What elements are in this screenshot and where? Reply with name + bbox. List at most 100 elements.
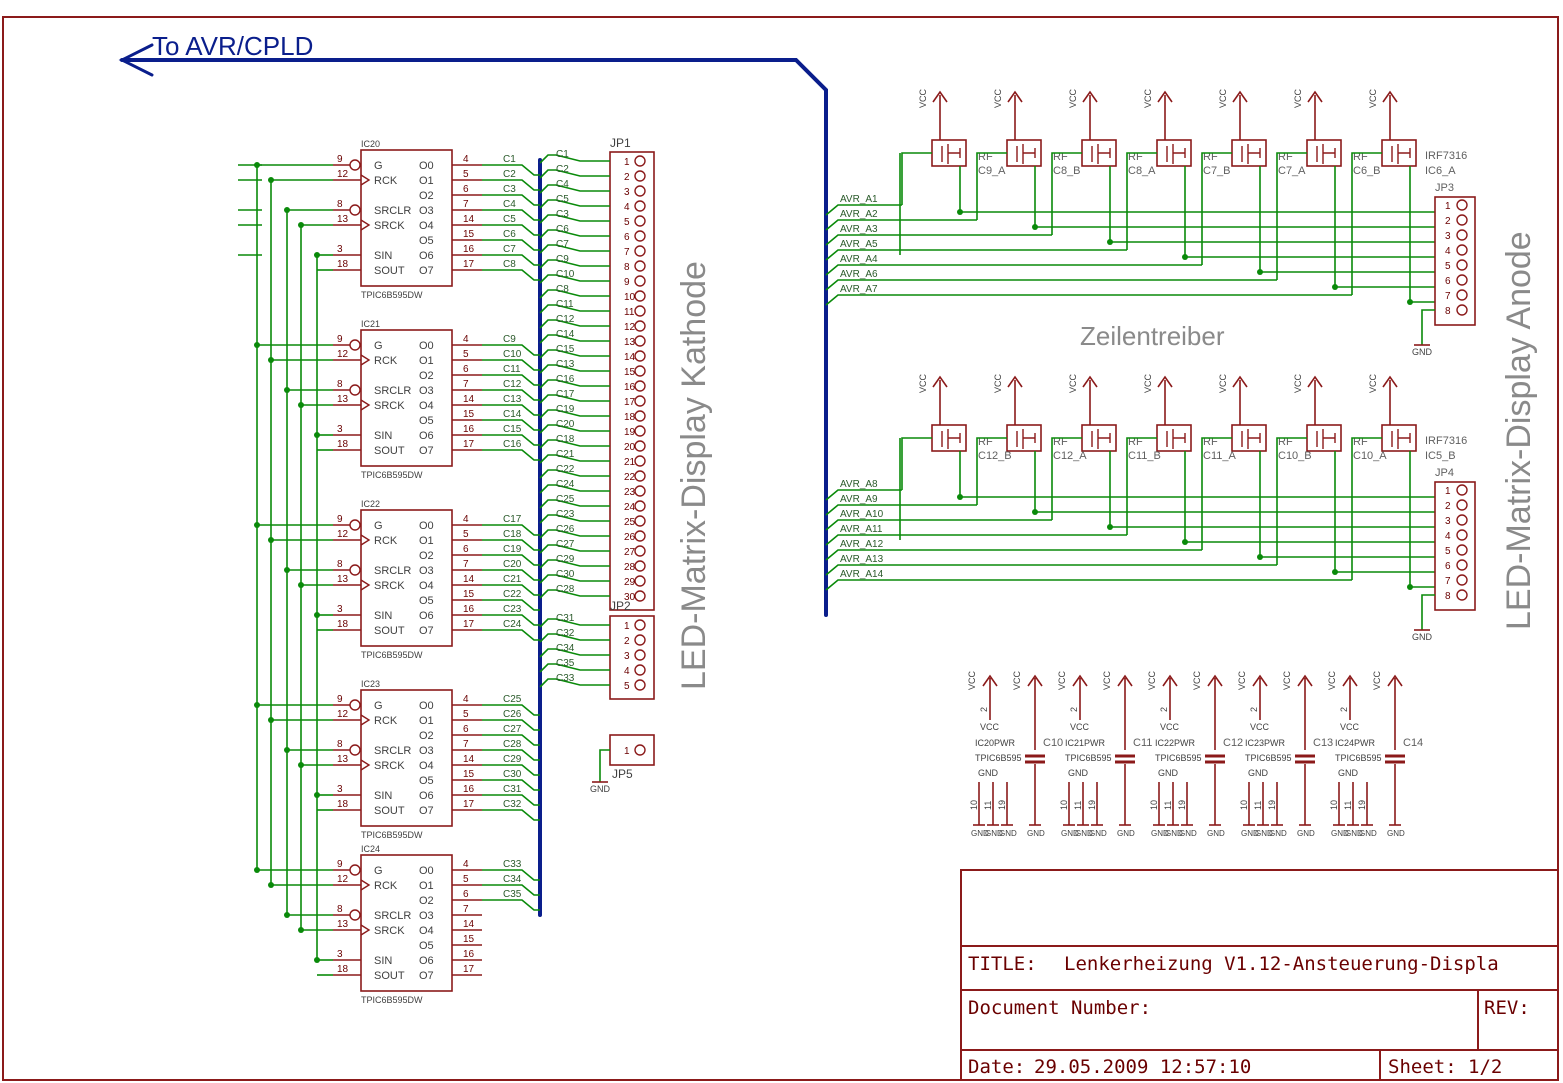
pin-number: 8 bbox=[337, 379, 343, 390]
vcc-label: VCC bbox=[1218, 373, 1228, 393]
net-label: C23 bbox=[556, 509, 575, 520]
fet-prefix: RF bbox=[1278, 436, 1293, 448]
capacitor-name: C11 bbox=[1133, 737, 1152, 749]
net-label: C20 bbox=[503, 559, 522, 570]
vcc-label: VCC bbox=[1282, 670, 1292, 690]
power-pin: 2 bbox=[1159, 707, 1169, 712]
fet-label: C12_A bbox=[1053, 450, 1087, 462]
net-label: C34 bbox=[503, 874, 522, 885]
net-label: AVR_A8 bbox=[840, 479, 878, 490]
pin-label: SIN bbox=[374, 430, 392, 442]
pin-number: 9 bbox=[337, 154, 343, 165]
pin-label: O5 bbox=[419, 595, 434, 607]
pin-label: O0 bbox=[419, 865, 434, 877]
pin-number: 16 bbox=[463, 784, 475, 795]
pin-label: O2 bbox=[419, 190, 434, 202]
gnd-label: GND bbox=[1412, 347, 1433, 357]
fet-label: C10_B bbox=[1278, 450, 1312, 462]
vcc-label: VCC bbox=[1218, 88, 1228, 108]
connector-pin: 1 bbox=[1445, 201, 1451, 212]
pin-label: O4 bbox=[419, 760, 434, 772]
pin-number: 15 bbox=[463, 769, 475, 780]
gnd-pin-label: GND bbox=[1248, 768, 1269, 778]
pin-label: SRCK bbox=[374, 220, 405, 232]
net-label: AVR_A5 bbox=[840, 239, 878, 250]
net-label: C1 bbox=[556, 149, 569, 160]
net-label: C19 bbox=[503, 544, 522, 555]
connector-pin: 2 bbox=[624, 172, 630, 183]
connector-pin: 1 bbox=[624, 157, 630, 168]
power-pin: 10 bbox=[969, 800, 979, 810]
gnd-label: GND bbox=[985, 829, 1003, 838]
net-label: C10 bbox=[503, 349, 522, 360]
fet-prefix: RF bbox=[1353, 436, 1368, 448]
power-part-value: TPIC6B595 bbox=[1155, 753, 1202, 763]
driver-name: IC6_A bbox=[1425, 165, 1456, 177]
pin-label: O5 bbox=[419, 775, 434, 787]
vcc-label: VCC bbox=[918, 373, 928, 393]
net-label: C17 bbox=[556, 389, 575, 400]
pin-number: 13 bbox=[337, 919, 349, 930]
net-label: C14 bbox=[556, 329, 575, 340]
connector-name: JP1 bbox=[610, 136, 631, 150]
connector-pin: 3 bbox=[1445, 231, 1451, 242]
connector-pin: 5 bbox=[1445, 261, 1451, 272]
pin-number: 17 bbox=[463, 619, 475, 630]
net-label: C21 bbox=[503, 574, 522, 585]
gnd-label: GND bbox=[1255, 829, 1273, 838]
anode-header-body bbox=[1434, 481, 1476, 611]
pin-number: 8 bbox=[337, 739, 343, 750]
pin-label: O5 bbox=[419, 415, 434, 427]
net-label: C28 bbox=[556, 584, 575, 595]
power-pin: 19 bbox=[997, 800, 1007, 810]
vcc-label: VCC bbox=[918, 88, 928, 108]
pin-number: 8 bbox=[337, 559, 343, 570]
power-pin: 11 bbox=[983, 801, 993, 810]
connector-pin: 10 bbox=[624, 292, 636, 303]
pin-number: 5 bbox=[463, 529, 469, 540]
net-label: C30 bbox=[556, 569, 575, 580]
pin-label: O0 bbox=[419, 340, 434, 352]
fet-prefix: RF bbox=[1053, 151, 1068, 163]
pin-number: 4 bbox=[463, 694, 469, 705]
pin-label: RCK bbox=[374, 535, 398, 547]
pin-label: O5 bbox=[419, 235, 434, 247]
net-label: C9 bbox=[556, 254, 569, 265]
power-pin: 10 bbox=[1329, 800, 1339, 810]
ic-body bbox=[360, 509, 453, 647]
pin-label: O1 bbox=[419, 880, 434, 892]
date-value: 29.05.2009 12:57:10 bbox=[1034, 1056, 1251, 1078]
gnd-label: GND bbox=[1359, 829, 1377, 838]
connector-pin: 6 bbox=[1445, 276, 1451, 287]
pin-label: O0 bbox=[419, 160, 434, 172]
ic-name: IC21 bbox=[361, 319, 380, 329]
connector-pin: 5 bbox=[1445, 546, 1451, 557]
pin-label: O6 bbox=[419, 790, 434, 802]
net-label: AVR_A7 bbox=[840, 284, 878, 295]
gnd-label: GND bbox=[1089, 829, 1107, 838]
vcc-label: VCC bbox=[1143, 88, 1153, 108]
pin-label: SOUT bbox=[374, 445, 405, 457]
pin-label: O3 bbox=[419, 205, 434, 217]
net-label: C4 bbox=[556, 179, 569, 190]
pin-label: O1 bbox=[419, 715, 434, 727]
gnd-label: GND bbox=[971, 829, 989, 838]
net-label: C20 bbox=[556, 419, 575, 430]
pin-label: O2 bbox=[419, 370, 434, 382]
net-label: C3 bbox=[556, 209, 569, 220]
connector-pin: 16 bbox=[624, 382, 636, 393]
vcc-label: VCC bbox=[1147, 670, 1157, 690]
vcc-label: VCC bbox=[1192, 670, 1202, 690]
fet-label: C7_B bbox=[1203, 165, 1231, 177]
net-label: C12 bbox=[503, 379, 522, 390]
driver-value: IRF7316 bbox=[1425, 435, 1467, 447]
pin-number: 5 bbox=[463, 709, 469, 720]
net-label: C33 bbox=[556, 673, 575, 684]
ic-value: TPIC6B595DW bbox=[361, 995, 423, 1005]
ic-body bbox=[360, 149, 453, 287]
ic-value: TPIC6B595DW bbox=[361, 830, 423, 840]
connector-pin: 1 bbox=[1445, 486, 1451, 497]
connector-name: JP4 bbox=[1435, 467, 1454, 479]
connector-pin: 4 bbox=[1445, 531, 1451, 542]
driver-value: IRF7316 bbox=[1425, 150, 1467, 162]
